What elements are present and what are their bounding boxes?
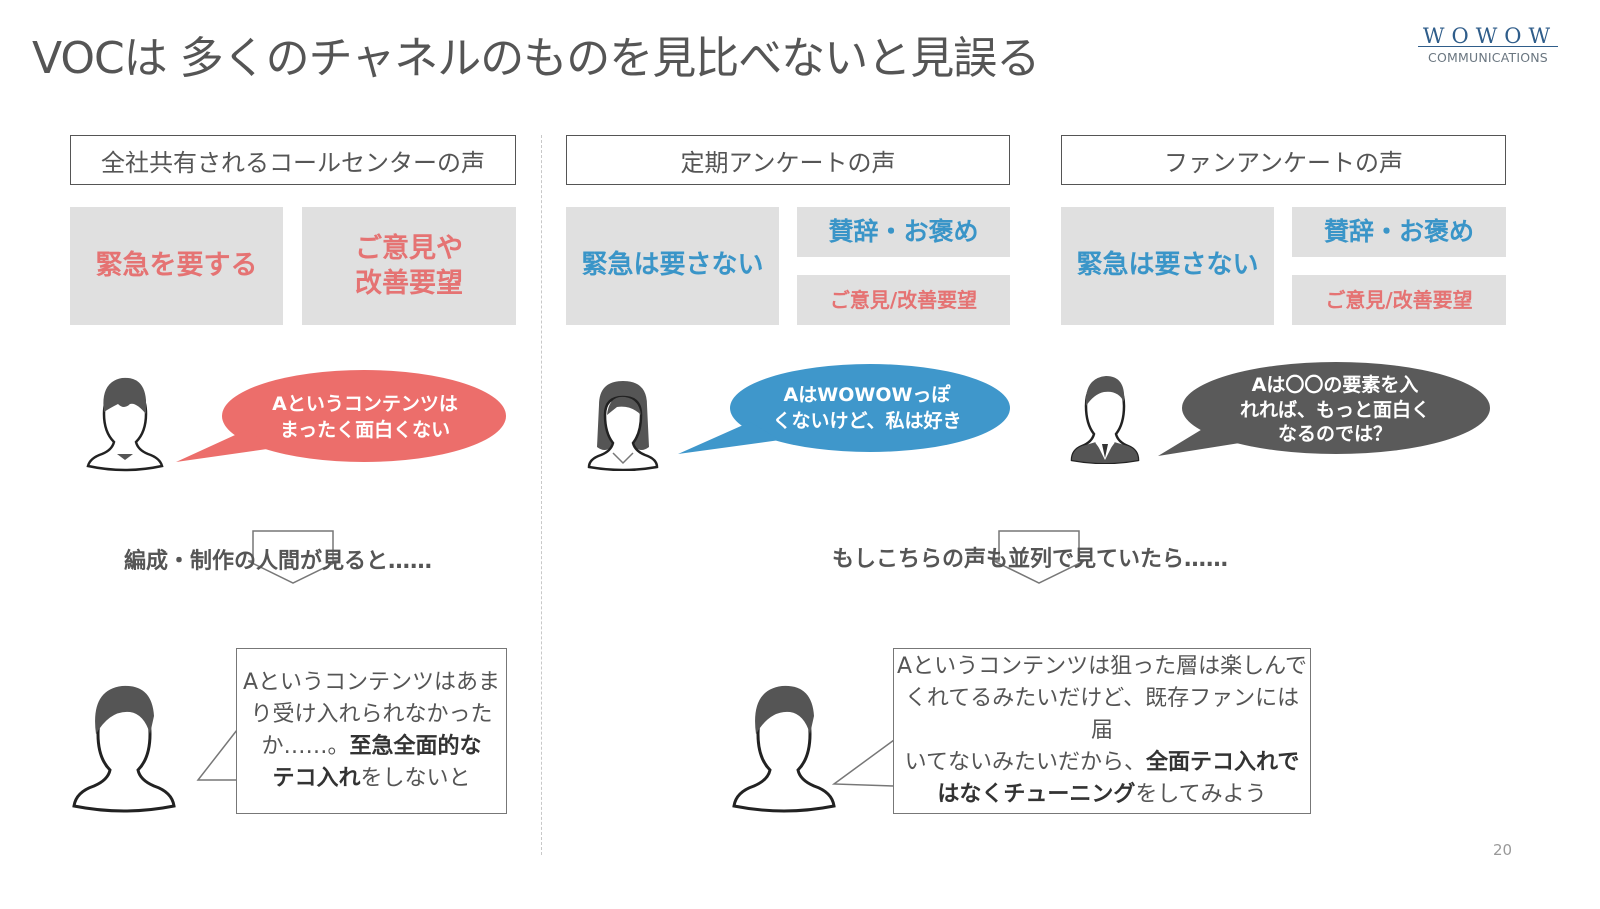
- tile-feedback: ご意見/改善要望: [797, 275, 1010, 325]
- channel-header-survey: 定期アンケートの声: [566, 135, 1010, 185]
- tile-not-urgent: 緊急は要さない: [566, 207, 779, 325]
- company-logo: WOWOW COMMUNICATIONS: [1418, 26, 1558, 65]
- tile-feedback: ご意見/改善要望: [1292, 275, 1506, 325]
- person-male-icon: [732, 685, 836, 813]
- down-arrow-icon: [994, 530, 1084, 584]
- quote-line: Aというコンテンツは狙った層は楽しんで: [897, 654, 1307, 680]
- tile-opinions-line2: 改善要望: [355, 268, 463, 299]
- tile-not-urgent: 緊急は要さない: [1061, 207, 1274, 325]
- logo-subtitle: COMMUNICATIONS: [1428, 50, 1548, 65]
- person-male-icon: [86, 377, 164, 472]
- tile-opinions: ご意見や 改善要望: [302, 207, 516, 325]
- quote-line: Aというコンテンツはあま: [242, 670, 501, 696]
- person-female-icon: [587, 381, 659, 471]
- speech-bubble-red: [176, 370, 506, 462]
- bubble-line: AはWOWOWっぽ: [783, 384, 951, 407]
- quote-line: はなくチューニングをしてみよう: [937, 779, 1266, 811]
- bubble-line: Aは〇〇の要素を入: [1251, 373, 1419, 396]
- bubble-text-survey: AはWOWOWっぽ くないけど、私は好き: [722, 374, 1012, 444]
- section-divider: [541, 135, 542, 855]
- quote-line: いてないみたいだから、全面テコ入れで: [905, 747, 1300, 779]
- transition-text-right: もしこちらの声も並列で見ていたら……: [832, 547, 1229, 572]
- channel-header-callcenter: 全社共有されるコールセンターの声: [70, 135, 516, 185]
- person-businessman-icon: [1070, 376, 1140, 464]
- bubble-line: くないけど、私は好き: [772, 410, 962, 432]
- bubble-line: Aというコンテンツは: [272, 393, 458, 416]
- quote-text: か……。: [261, 734, 350, 759]
- quote-line: テコ入れをしないと: [272, 763, 470, 795]
- quote-emphasis: テコ入れ: [272, 765, 361, 791]
- bubble-line: れれば、もっと面白く: [1239, 398, 1430, 421]
- tile-praise: 賛辞・お褒め: [1292, 207, 1506, 257]
- quote-emphasis: はなくチューニング: [937, 781, 1136, 807]
- bubble-text-fan: Aは〇〇の要素を入 れれば、もっと面白く なるのでは？: [1200, 366, 1470, 454]
- conclusion-box-right: Aというコンテンツは狙った層は楽しんで くれてるみたいだけど、既存ファンには届 …: [893, 648, 1311, 814]
- slide-title: VOCは 多くのチャネルのものを見比べないと見誤る: [32, 33, 1040, 84]
- tile-praise: 賛辞・お褒め: [797, 207, 1010, 257]
- tile-urgent: 緊急を要する: [70, 207, 283, 325]
- quote-line: か……。至急全面的な: [261, 731, 481, 763]
- tile-opinions-line1: ご意見や: [355, 232, 463, 264]
- quote-emphasis: 全面テコ入れで: [1146, 749, 1300, 775]
- quote-line: り受け入れられなかった: [250, 702, 493, 728]
- conclusion-box-left: Aというコンテンツはあま り受け入れられなかった か……。至急全面的な テコ入れ…: [236, 648, 507, 814]
- quote-text: いてないみたいだから、: [904, 749, 1146, 775]
- quote-emphasis: 至急全面的な: [349, 734, 482, 759]
- down-arrow-icon: [248, 530, 338, 584]
- page-number: 20: [1493, 841, 1513, 859]
- transition-text-left: 編成・制作の人間が見ると……: [124, 549, 433, 574]
- callout-tail: [832, 739, 895, 787]
- quote-text: をしないと: [360, 765, 471, 791]
- speech-bubble-gray: [1158, 362, 1490, 456]
- bubble-text-callcenter: Aというコンテンツは まったく面白くない: [220, 383, 510, 453]
- channel-header-fan-survey: ファンアンケートの声: [1061, 135, 1506, 185]
- logo-wordmark: WOWOW: [1418, 26, 1558, 47]
- callout-tail: [196, 729, 238, 781]
- bubble-line: なるのでは？: [1277, 423, 1392, 446]
- speech-bubble-blue: [678, 364, 1010, 454]
- person-male-icon: [72, 685, 176, 813]
- quote-line: くれてるみたいだけど、既存ファンには届: [904, 686, 1300, 744]
- bubble-line: まったく面白くない: [279, 419, 451, 441]
- quote-text: をしてみよう: [1135, 781, 1267, 807]
